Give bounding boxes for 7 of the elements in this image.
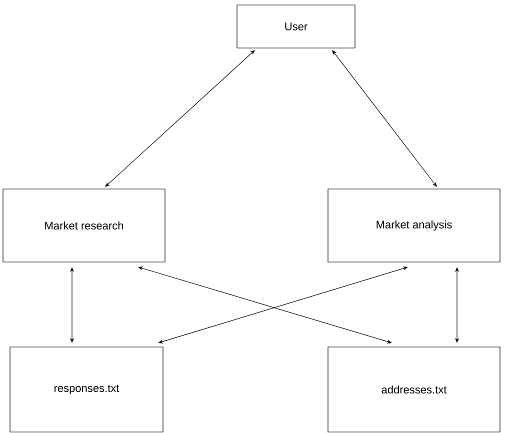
arrow xyxy=(332,50,437,187)
process-box: Market analysis xyxy=(328,188,500,262)
process-box: addresses.txt xyxy=(328,346,500,432)
process-box: responses.txt xyxy=(10,346,164,432)
process-box: Market research xyxy=(2,188,166,262)
process-box: User xyxy=(236,4,356,48)
arrow xyxy=(105,50,255,187)
